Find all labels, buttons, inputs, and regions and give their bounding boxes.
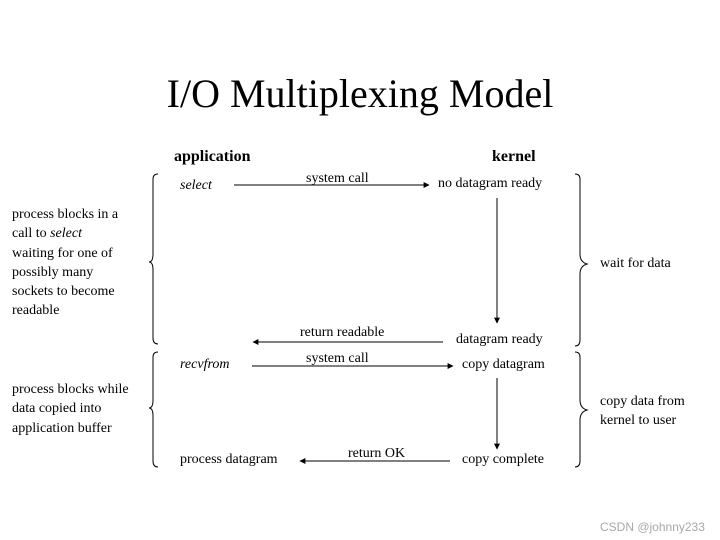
phase2-right-note: copy data from kernel to user (600, 392, 715, 431)
copy-datagram-label: copy datagram (462, 357, 545, 372)
application-header: application (174, 148, 251, 165)
phase1-note-line: waiting for one of (12, 245, 113, 261)
phase2-right-note-line: copy data from (600, 394, 685, 409)
right-brace-phase2 (574, 351, 589, 468)
phase1-note-line: possibly many (12, 264, 94, 280)
page-title: I/O Multiplexing Model (166, 71, 554, 116)
recvfrom-call-label: recvfrom (180, 357, 230, 372)
copy-complete-label: copy complete (462, 452, 545, 467)
no-datagram-ready-label: no datagram ready (438, 176, 543, 191)
phase1-left-note: process blocks in a call to select waiti… (12, 205, 152, 321)
select-call-label: select (180, 178, 212, 193)
phase1-note-line: call to select (12, 224, 152, 243)
phase1-note-select: select (50, 226, 82, 242)
phase1-note-line: process blocks in a (12, 207, 119, 222)
system-call-label-2: system call (306, 351, 369, 366)
system-call-label-1: system call (306, 171, 369, 186)
phase2-note-line: application buffer (12, 420, 112, 436)
datagram-ready-label: datagram ready (456, 332, 543, 347)
wait-for-data-label: wait for data (600, 256, 671, 271)
phase1-note-line: readable (12, 303, 60, 319)
kernel-header: kernel (492, 148, 536, 165)
right-brace-phase1 (574, 173, 589, 347)
return-ok-label: return OK (348, 446, 406, 461)
phase2-note-line: data copied into (12, 401, 102, 417)
left-brace-phase1 (148, 173, 159, 345)
phase2-right-note-line: kernel to user (600, 413, 677, 429)
phase1-note-line: sockets to become (12, 284, 115, 300)
left-brace-phase2 (148, 351, 159, 468)
return-readable-label: return readable (300, 325, 385, 340)
phase2-note-line: process blocks while (12, 382, 129, 397)
watermark: CSDN @johnny233 (600, 520, 705, 534)
phase1-note-text: call to (12, 226, 51, 242)
process-datagram-label: process datagram (180, 452, 278, 467)
phase2-left-note: process blocks while data copied into ap… (12, 380, 152, 438)
